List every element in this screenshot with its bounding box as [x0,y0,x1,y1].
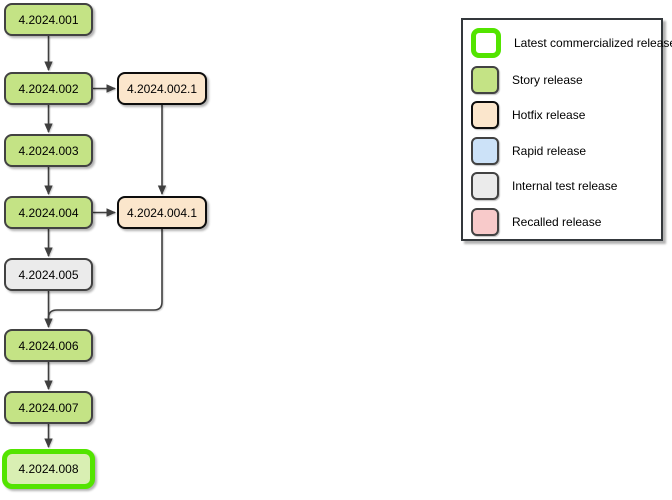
legend-label-story: Story release [512,72,583,87]
node-4-2024-001: 4.2024.001 [4,3,93,36]
legend-label-recalled: Recalled release [512,214,602,229]
legend-item-story: Story release [471,65,653,94]
legend-box: Latest commercialized release Story rele… [461,18,672,241]
hotfix-release-swatch-icon [471,101,499,129]
node-4-2024-005: 4.2024.005 [4,258,93,291]
recalled-release-swatch-icon [471,207,499,236]
node-4-2024-008: 4.2024.008 [2,449,95,489]
internal-test-release-swatch-icon [471,172,499,200]
edge-004-1-to-006 [47,229,163,321]
node-4-2024-002: 4.2024.002 [4,72,93,105]
legend-item-latest: Latest commercialized release [471,28,672,58]
rapid-release-swatch-icon [471,136,499,165]
legend-label-latest: Latest commercialized release [514,36,672,50]
latest-release-swatch-icon [471,28,501,58]
story-release-swatch-icon [471,65,499,94]
node-4-2024-004-1: 4.2024.004.1 [117,196,207,229]
legend-item-rapid: Rapid release [471,136,653,165]
legend-label-hotfix: Hotfix release [512,108,586,122]
legend-label-rapid: Rapid release [512,143,587,158]
node-4-2024-002-1: 4.2024.002.1 [117,72,207,105]
legend-item-hotfix: Hotfix release [471,101,653,129]
node-4-2024-006: 4.2024.006 [4,329,93,362]
node-4-2024-007: 4.2024.007 [4,391,93,424]
legend-item-internal: Internal test release [471,172,653,200]
node-4-2024-003: 4.2024.003 [4,134,93,167]
legend-label-internal: Internal test release [512,179,618,193]
legend-item-recalled: Recalled release [471,207,653,236]
node-4-2024-004: 4.2024.004 [4,196,93,229]
